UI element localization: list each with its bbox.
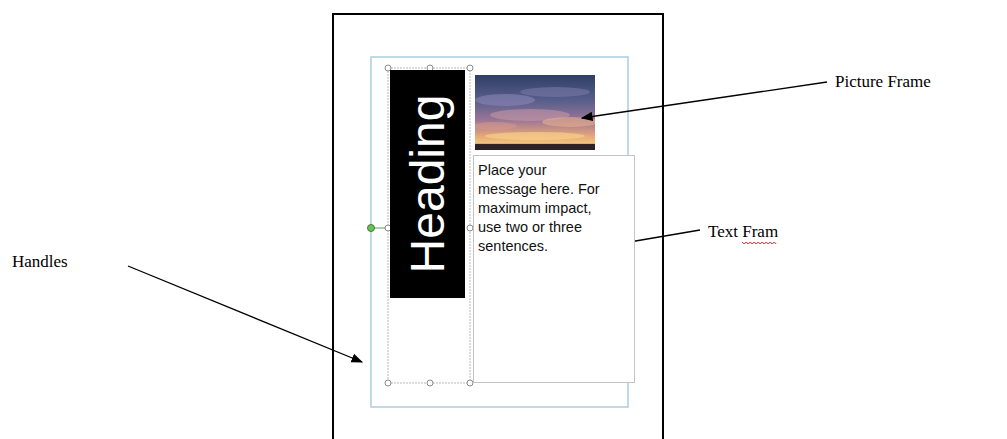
heading-text: Heading <box>404 95 452 274</box>
spelling-squiggle <box>742 242 776 244</box>
rotation-handle <box>368 225 375 232</box>
selection-frame <box>388 68 470 383</box>
callout-label: Handles <box>12 252 68 272</box>
leader-arrow <box>582 82 827 118</box>
text-frame: Place your message here. For maximum imp… <box>473 155 635 383</box>
page-outline <box>333 14 663 439</box>
body-text: Place your message here. For maximum imp… <box>478 161 608 256</box>
sunset-picture <box>475 75 595 150</box>
callout-label: Picture Frame <box>835 72 931 92</box>
rotation-stem <box>374 228 385 229</box>
leader-arrow <box>128 266 362 362</box>
heading-box: Heading <box>390 70 465 298</box>
callout-label: Text Fram <box>708 222 778 242</box>
selection-handles <box>385 65 473 386</box>
